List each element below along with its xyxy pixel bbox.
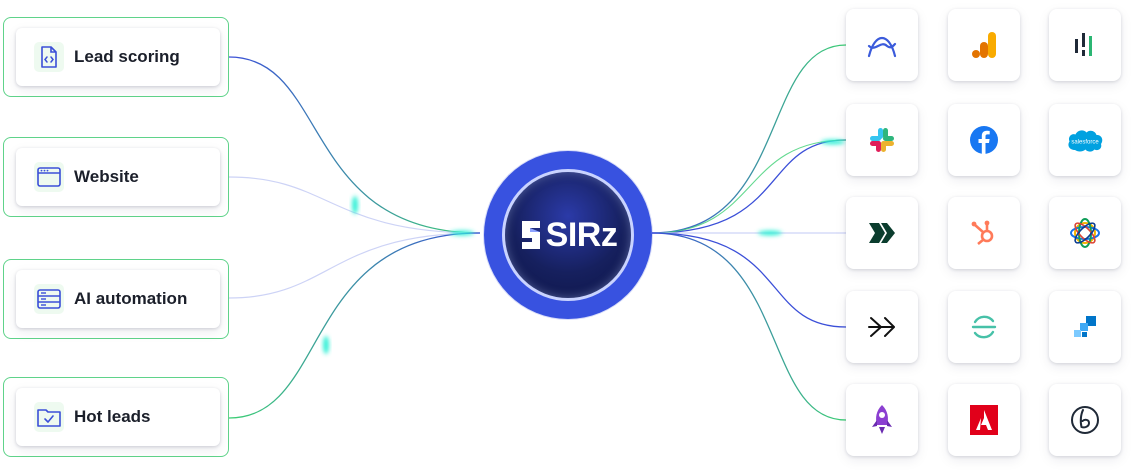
integration-tile-7 xyxy=(846,197,918,269)
double-chevron-icon xyxy=(869,223,895,243)
blue-squares-icon xyxy=(1074,316,1096,337)
integration-tile-11 xyxy=(948,291,1020,363)
glow-spark xyxy=(323,336,329,354)
integration-tile-5 xyxy=(948,104,1020,176)
browser-window-icon xyxy=(34,162,64,192)
feature-card: Lead scoring xyxy=(16,28,220,86)
analytics-bars-icon xyxy=(972,32,996,58)
wire-to-row-1 xyxy=(651,44,847,234)
feature-label: AI automation xyxy=(74,289,188,308)
vertical-bars-icon xyxy=(1075,33,1092,56)
integration-tile-9 xyxy=(1049,197,1121,269)
circle-b-icon xyxy=(1071,406,1099,434)
integration-tile-10 xyxy=(846,291,918,363)
salesforce-icon: salesforce xyxy=(1068,130,1103,152)
arrow-burst-icon xyxy=(868,317,895,337)
glow-spark xyxy=(821,139,845,145)
server-rack-icon xyxy=(34,284,64,314)
orbit-sphere-icon xyxy=(1070,218,1100,248)
wire-ai-automation xyxy=(228,232,481,299)
integration-tile-3 xyxy=(1049,9,1121,81)
glow-spark xyxy=(758,230,782,236)
integration-tile-1 xyxy=(846,9,918,81)
glow-spark xyxy=(352,196,358,214)
sirz-logo: SIRz xyxy=(519,216,618,255)
feature-card: AI automation xyxy=(16,270,220,328)
rocket-icon xyxy=(872,405,892,434)
feature-label: Lead scoring xyxy=(74,47,180,66)
sirz-s-mark-icon xyxy=(521,221,540,249)
integration-tile-6: salesforce xyxy=(1049,104,1121,176)
hub-core: SIRz xyxy=(502,169,634,301)
hub-title: SIRz xyxy=(545,215,618,254)
feature-website: Website xyxy=(3,137,229,217)
wire-lead-scoring xyxy=(228,56,481,234)
feature-ai-automation: AI automation xyxy=(3,259,229,339)
circle-lines-icon xyxy=(971,315,997,339)
arc-wave-icon xyxy=(867,36,897,58)
adobe-icon xyxy=(970,405,998,435)
wire-to-row-4 xyxy=(651,232,847,328)
integration-tile-14 xyxy=(948,384,1020,456)
integration-tile-4 xyxy=(846,104,918,176)
facebook-icon xyxy=(970,126,998,154)
salesforce-wordmark: salesforce xyxy=(1071,140,1099,146)
code-file-icon xyxy=(34,42,64,72)
integration-tile-13 xyxy=(846,384,918,456)
feature-card: Hot leads xyxy=(16,388,220,446)
hubspot-icon xyxy=(971,220,994,246)
sirz-hub: SIRz xyxy=(484,151,652,319)
wire-website xyxy=(228,176,481,234)
integration-tile-8 xyxy=(948,197,1020,269)
integration-tile-2 xyxy=(948,9,1020,81)
folder-check-icon xyxy=(34,402,64,432)
feature-card: Website xyxy=(16,148,220,206)
slack-icon xyxy=(870,128,894,152)
glow-spark xyxy=(450,230,474,236)
integration-tile-15 xyxy=(1049,384,1121,456)
wire-to-row-5 xyxy=(651,232,847,421)
wire-to-row-2 xyxy=(651,139,847,234)
feature-lead-scoring: Lead scoring xyxy=(3,17,229,97)
wire-hot-leads xyxy=(228,232,481,419)
wire-to-row-2b xyxy=(651,139,847,234)
feature-label: Website xyxy=(74,167,139,186)
feature-hot-leads: Hot leads xyxy=(3,377,229,457)
feature-label: Hot leads xyxy=(74,407,151,426)
integration-tile-12 xyxy=(1049,291,1121,363)
